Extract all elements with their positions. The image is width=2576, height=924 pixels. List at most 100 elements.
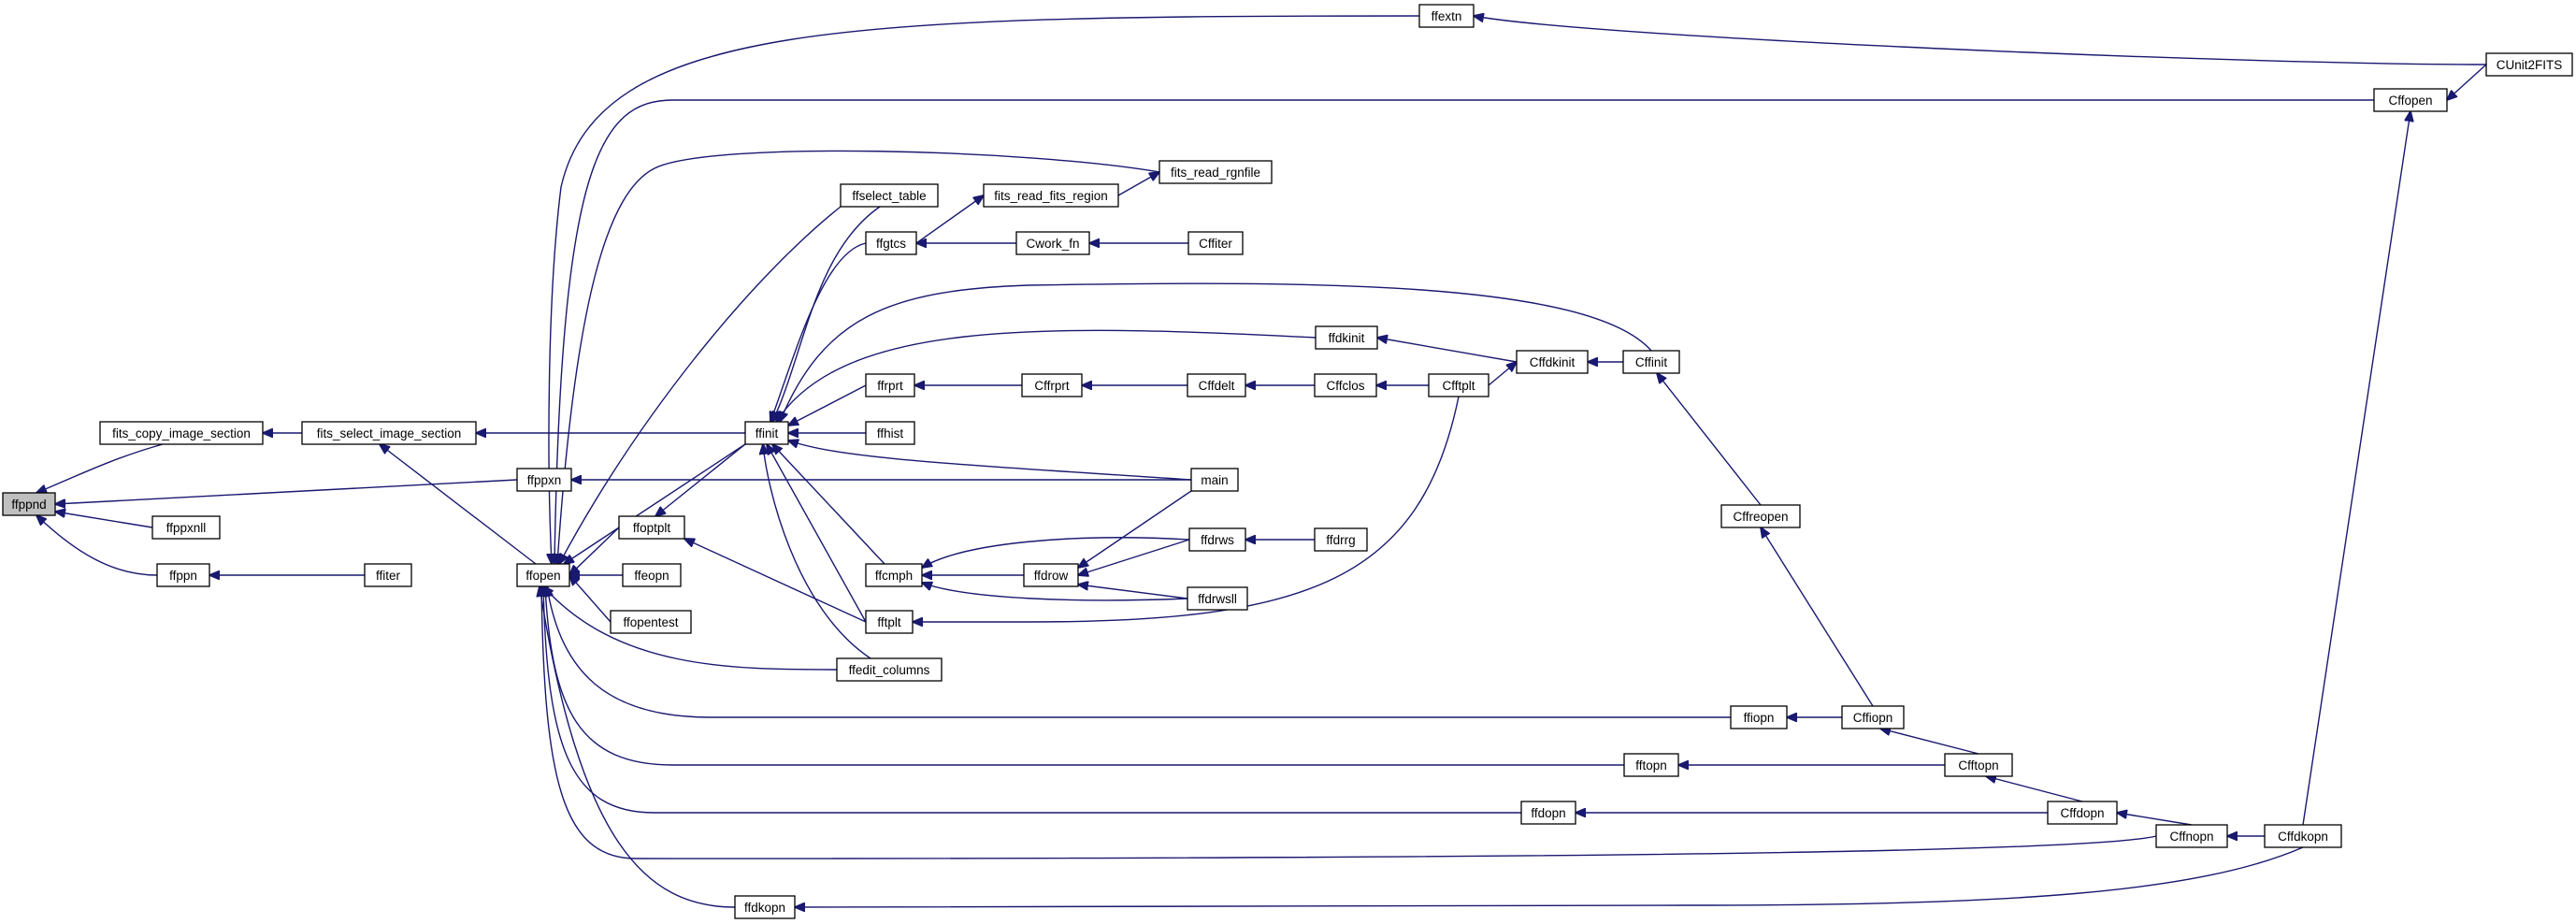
node-ffselect_table[interactable]: ffselect_table bbox=[840, 183, 939, 208]
node-Cwork_fn[interactable]: Cwork_fn bbox=[1015, 231, 1090, 255]
node-label: Cffdopn bbox=[2060, 806, 2104, 820]
node-ffoptplt[interactable]: ffoptplt bbox=[618, 515, 685, 540]
node-ffiter[interactable]: ffiter bbox=[364, 563, 412, 587]
node-ffeopn[interactable]: ffeopn bbox=[622, 563, 682, 587]
node-ffopen[interactable]: ffopen bbox=[516, 563, 570, 587]
node-box bbox=[840, 183, 939, 208]
node-fits_read_rgnfile[interactable]: fits_read_rgnfile bbox=[1158, 160, 1273, 184]
node-label: ffiter bbox=[376, 569, 401, 583]
node-fftopn[interactable]: fftopn bbox=[1623, 753, 1679, 777]
node-box bbox=[734, 895, 796, 919]
node-ffiopn[interactable]: ffiopn bbox=[1730, 705, 1788, 729]
node-fits_read_fits_region[interactable]: fits_read_fits_region bbox=[983, 183, 1119, 208]
node-label: main bbox=[1201, 473, 1228, 487]
node-box bbox=[516, 563, 570, 587]
node-box bbox=[1720, 504, 1801, 528]
node-box bbox=[1730, 705, 1788, 729]
edge-ffselect_table-to-ffopen bbox=[559, 206, 842, 564]
node-label: Cffclos bbox=[1326, 379, 1364, 393]
node-box bbox=[865, 373, 915, 397]
node-label: Cffiopn bbox=[1853, 711, 1893, 725]
node-box bbox=[2, 492, 56, 516]
node-ffedit_columns[interactable]: ffedit_columns bbox=[836, 657, 943, 682]
node-ffppn[interactable]: ffppn bbox=[156, 563, 210, 587]
node-ffdkopn[interactable]: ffdkopn bbox=[734, 895, 796, 919]
node-label: fits_read_fits_region bbox=[994, 189, 1108, 203]
node-label: ffopen bbox=[525, 569, 560, 583]
node-Cffrprt[interactable]: Cffrprt bbox=[1021, 373, 1083, 397]
node-ffdrws[interactable]: ffdrws bbox=[1188, 527, 1246, 552]
edge-ffcmph-to-ffinit bbox=[772, 444, 885, 565]
node-ffppnd[interactable]: ffppnd bbox=[2, 492, 56, 516]
edge-Cffdopn-to-Cfftopn bbox=[1986, 776, 2083, 802]
node-box bbox=[1516, 350, 1589, 374]
node-label: ffinit bbox=[756, 426, 779, 440]
edge-main-to-ffdrow bbox=[1078, 490, 1192, 568]
node-Cffdopn[interactable]: Cffdopn bbox=[2047, 801, 2118, 825]
node-Cffreopen[interactable]: Cffreopen bbox=[1720, 504, 1801, 528]
node-Cffnopn[interactable]: Cffnopn bbox=[2155, 824, 2228, 848]
node-Cffdkinit[interactable]: Cffdkinit bbox=[1516, 350, 1589, 374]
node-ffdopn[interactable]: ffdopn bbox=[1520, 801, 1576, 825]
node-fits_select_image_section[interactable]: fits_select_image_section bbox=[301, 421, 477, 445]
edge-Cfftplt-to-fftplt bbox=[913, 396, 1460, 622]
edge-layer bbox=[36, 16, 2487, 907]
node-label: Cffopen bbox=[2388, 94, 2432, 108]
node-ffgtcs[interactable]: ffgtcs bbox=[865, 231, 917, 255]
node-box bbox=[1520, 801, 1576, 825]
node-fftplt[interactable]: fftplt bbox=[865, 610, 914, 634]
node-main[interactable]: main bbox=[1190, 468, 1239, 492]
edge-Cffiopn-to-Cffreopen bbox=[1761, 527, 1874, 707]
node-box bbox=[364, 563, 412, 587]
node-ffppxnll[interactable]: ffppxnll bbox=[151, 515, 221, 540]
edge-ffdrwsll-to-ffcmph bbox=[922, 583, 1188, 601]
node-label: ffdopn bbox=[1531, 806, 1565, 820]
node-label: Cffreopen bbox=[1733, 510, 1788, 524]
node-ffppxn[interactable]: ffppxn bbox=[516, 468, 572, 492]
node-Cffiopn[interactable]: Cffiopn bbox=[1841, 705, 1905, 729]
node-ffcmph[interactable]: ffcmph bbox=[865, 563, 923, 587]
node-box bbox=[2264, 824, 2342, 848]
node-CUnit2FITS[interactable]: CUnit2FITS bbox=[2485, 52, 2573, 77]
edge-Cffdkopn-to-ffdkopn bbox=[795, 846, 2304, 907]
edge-ffoptplt-to-ffopen bbox=[569, 527, 620, 575]
node-Cffinit[interactable]: Cffinit bbox=[1622, 350, 1680, 374]
node-ffinit[interactable]: ffinit bbox=[744, 421, 789, 445]
node-label: ffppn bbox=[169, 569, 197, 583]
node-box bbox=[2485, 52, 2573, 77]
node-Cffdelt[interactable]: Cffdelt bbox=[1187, 373, 1246, 397]
node-ffextn[interactable]: ffextn bbox=[1418, 4, 1475, 28]
node-label: Cffdelt bbox=[1199, 379, 1235, 393]
edge-CUnit2FITS-to-Cffopen bbox=[2447, 64, 2487, 100]
node-box bbox=[1314, 527, 1368, 552]
edge-ffgtcs-to-fits_read_fits_region bbox=[915, 195, 984, 244]
node-ffrprt[interactable]: ffrprt bbox=[865, 373, 915, 397]
node-fits_copy_image_section[interactable]: fits_copy_image_section bbox=[99, 421, 264, 445]
node-Cffdkopn[interactable]: Cffdkopn bbox=[2264, 824, 2342, 848]
node-Cffopen[interactable]: Cffopen bbox=[2373, 88, 2448, 112]
edge-fftplt-to-ffoptplt bbox=[684, 539, 867, 623]
node-Cfftopn[interactable]: Cfftopn bbox=[1944, 753, 2013, 777]
node-ffdrrg[interactable]: ffdrrg bbox=[1314, 527, 1368, 552]
edge-fits_read_fits_region-to-fits_read_rgnfile bbox=[1117, 172, 1159, 196]
edge-ffdopn-to-ffopen bbox=[543, 586, 1521, 814]
node-ffhist[interactable]: ffhist bbox=[865, 421, 915, 445]
node-label: ffgtcs bbox=[876, 237, 906, 251]
node-box bbox=[865, 231, 917, 255]
node-ffopentest[interactable]: ffopentest bbox=[610, 610, 692, 634]
node-label: ffoptplt bbox=[633, 521, 671, 535]
node-box bbox=[865, 421, 915, 445]
node-box bbox=[301, 421, 477, 445]
node-box bbox=[2047, 801, 2118, 825]
node-label: ffopentest bbox=[623, 615, 678, 629]
node-ffdrwsll[interactable]: ffdrwsll bbox=[1187, 586, 1248, 611]
node-ffdkinit[interactable]: ffdkinit bbox=[1315, 325, 1378, 350]
node-box bbox=[610, 610, 692, 634]
node-Cffiter[interactable]: Cffiter bbox=[1187, 231, 1244, 255]
edge-Cfftopn-to-Cffiopn bbox=[1880, 729, 1979, 755]
node-Cfftplt[interactable]: Cfftplt bbox=[1428, 373, 1489, 397]
node-ffdrow[interactable]: ffdrow bbox=[1023, 563, 1079, 587]
edge-ffppxn-to-ffppnd bbox=[55, 479, 518, 504]
node-Cffclos[interactable]: Cffclos bbox=[1314, 373, 1377, 397]
edge-ffedit_columns-to-ffopen bbox=[543, 586, 838, 671]
